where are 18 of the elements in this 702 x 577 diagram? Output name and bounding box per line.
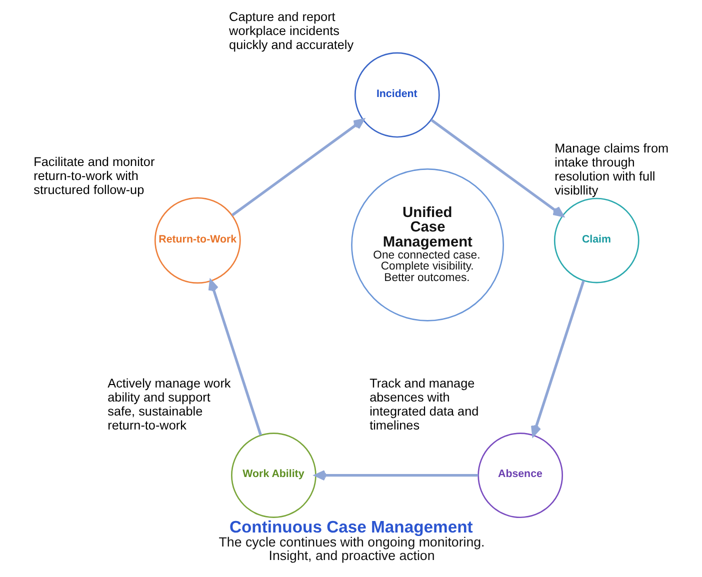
node-circle: Absence [477, 432, 563, 518]
arrow [208, 280, 262, 436]
node-label: Facilitate and monitor return-to-work with structured follow-up [33, 154, 154, 197]
node-circle: Work Ability [230, 432, 316, 518]
arrow [314, 470, 478, 481]
arrow [230, 118, 364, 216]
node-label: Track and manage absences with integrated data and timelines [369, 376, 478, 432]
caption: The cycle continues with ongoing monitoring. Insight, and proactive action [218, 534, 484, 564]
node-label: Actively manage work ability and support safe, sustainable return-to-work [107, 376, 230, 432]
arrow [530, 280, 584, 437]
node-label: Capture and report workplace incidents quickly and accurately [228, 10, 354, 52]
node-circle: Incident [354, 52, 440, 138]
node-label: Manage claims from intake through resolution with full visibllity [554, 142, 668, 198]
diagram-title: Continuous Case Management [228, 518, 472, 537]
node-circle: Claim [553, 198, 639, 284]
node-circle: Return-to-Work [154, 197, 240, 284]
node-circle: Unified Case Management One connected case. Complete visibility. Better outcomes. [350, 168, 504, 322]
arrow [430, 118, 564, 217]
